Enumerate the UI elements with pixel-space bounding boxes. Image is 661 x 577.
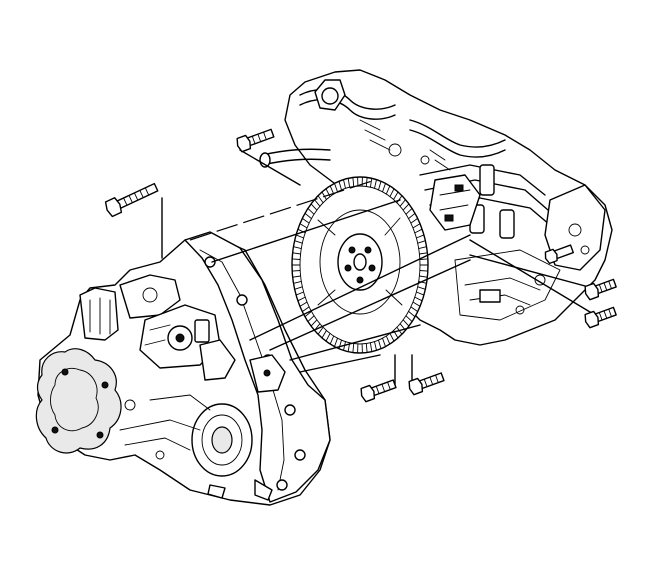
ring-gear-tooth xyxy=(307,315,315,323)
ring-gear-tooth xyxy=(310,319,318,327)
ring-gear-tooth xyxy=(352,177,355,187)
ring-gear-tooth xyxy=(378,339,382,350)
ring-gear-tooth xyxy=(329,335,335,345)
ring-gear-tooth xyxy=(408,310,416,318)
ring-gear-tooth xyxy=(382,182,386,193)
ring-gear-tooth xyxy=(374,341,377,351)
ring-gear-tooth xyxy=(307,207,315,215)
ring-gear-tooth xyxy=(365,343,368,353)
ring-gear-tooth xyxy=(410,306,419,313)
ring-gear-tooth xyxy=(321,191,327,200)
ring-gear-tooth xyxy=(295,234,305,239)
ring-gear-tooth xyxy=(417,286,426,290)
ring-gear-tooth xyxy=(378,180,382,191)
ring-gear-tooth xyxy=(418,246,427,250)
ring-gear-tooth xyxy=(393,191,399,200)
ring-gear-tooth xyxy=(385,185,391,195)
ring-gear-tooth xyxy=(418,275,428,278)
bolt-lower-center-1 xyxy=(360,379,397,403)
ring-gear-tooth xyxy=(410,217,419,224)
ring-gear-tooth xyxy=(369,342,373,353)
ring-gear-tooth xyxy=(299,223,308,229)
transmission-housing xyxy=(35,231,331,506)
ring-gear-tooth xyxy=(295,291,305,296)
ring-gear-tooth xyxy=(314,199,321,207)
ring-gear-tooth xyxy=(419,258,429,260)
bolt-upper-center xyxy=(236,128,275,153)
ring-gear-tooth xyxy=(334,337,338,348)
ring-gear-tooth xyxy=(415,234,425,239)
ring-gear-tooth xyxy=(329,185,335,195)
ring-gear-tooth xyxy=(419,270,429,272)
ring-gear-tooth xyxy=(418,280,427,284)
ring-gear-tooth xyxy=(415,291,425,296)
ring-gear-tooth xyxy=(412,301,421,307)
ring-gear-tooth xyxy=(414,296,423,302)
ring-gear-tooth xyxy=(405,315,413,323)
alignment-guide-lines xyxy=(161,149,601,386)
ring-gear-tooth xyxy=(301,217,310,224)
flywheel xyxy=(291,176,429,354)
ring-gear-tooth xyxy=(317,326,324,335)
ring-gear-tooth xyxy=(385,335,391,345)
ring-gear-tooth xyxy=(405,207,413,215)
ring-gear-tooth xyxy=(293,246,302,250)
ring-gear-tooth xyxy=(338,180,342,191)
ring-gear-tooth xyxy=(304,310,312,318)
ring-gear-tooth xyxy=(418,252,428,255)
ring-gear-tooth xyxy=(317,195,324,204)
ring-gear-tooth xyxy=(352,343,355,353)
ring-gear-tooth xyxy=(301,306,310,313)
bolt-lower-center-2 xyxy=(408,372,445,396)
ring-gear-tooth xyxy=(292,275,302,278)
ring-gear-tooth xyxy=(347,177,351,188)
ring-gear-tooth xyxy=(297,296,306,302)
ring-gear-tooth xyxy=(402,319,410,327)
ring-gear-tooth xyxy=(417,240,426,244)
bolt-right-upper xyxy=(584,278,617,301)
ring-gear-tooth xyxy=(291,258,301,260)
ring-gear-tooth xyxy=(382,337,386,348)
ring-gear-tooth xyxy=(291,270,301,272)
ring-gear-tooth xyxy=(294,240,303,244)
ring-gear-tooth xyxy=(374,179,377,189)
ring-gear-tooth xyxy=(365,177,368,187)
ring-gear-tooth xyxy=(369,177,373,188)
ring-gear-tooth xyxy=(402,203,410,211)
bolt-engine-side xyxy=(544,244,574,265)
ring-gear-tooth xyxy=(396,195,403,204)
ring-gear-tooth xyxy=(343,179,346,189)
ring-gear-tooth xyxy=(399,199,406,207)
ring-gear-tooth xyxy=(294,286,303,290)
ring-gear-tooth xyxy=(414,228,423,234)
ring-gear-tooth xyxy=(408,212,416,220)
ring-gear-tooth xyxy=(321,330,327,339)
mounting-bolts xyxy=(104,128,617,403)
ring-gear-tooth xyxy=(304,212,312,220)
ring-gear-tooth xyxy=(389,188,395,198)
ring-gear-tooth xyxy=(412,223,421,229)
ring-gear-tooth xyxy=(334,182,338,193)
ring-gear-tooth xyxy=(299,301,308,307)
bolt-upper-left xyxy=(104,182,159,218)
ring-gear-tooth xyxy=(389,332,395,342)
ring-gear-tooth xyxy=(293,280,302,284)
bolt-right-lower xyxy=(584,306,617,329)
ring-gear-tooth xyxy=(310,203,318,211)
ring-gear-tooth xyxy=(325,332,331,342)
ring-gear-tooth xyxy=(292,252,302,255)
